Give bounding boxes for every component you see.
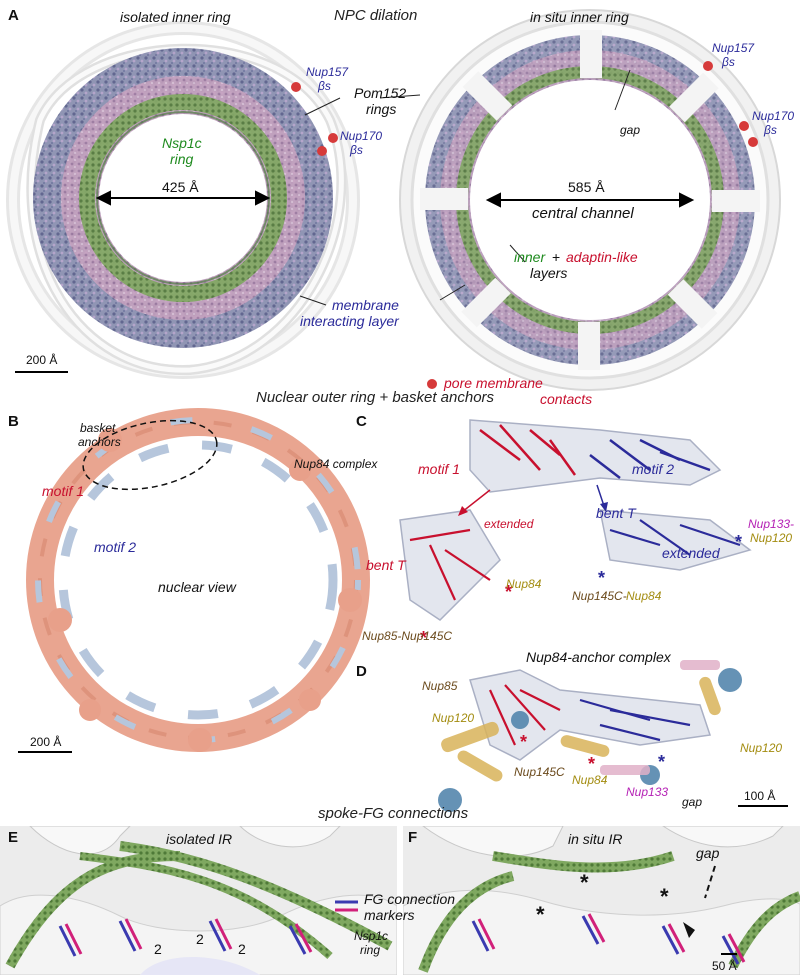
- panel-f-density: [403, 826, 800, 975]
- pom152-rings-label: rings: [366, 101, 397, 117]
- panel-letter-c: C: [356, 413, 367, 430]
- asterisks-d: * * *: [520, 732, 665, 774]
- nup120-right-label-d: Nup120: [740, 741, 783, 755]
- in-situ-ir-title: in situ IR: [568, 831, 623, 847]
- nup85-label-d: Nup85: [422, 679, 458, 693]
- plus-sign: +: [552, 249, 561, 265]
- svg-text:*: *: [420, 628, 427, 648]
- fg-markers-label: markers: [364, 907, 415, 923]
- section-title-nuclear-outer-ring: Nuclear outer ring + basket anchors: [256, 389, 495, 406]
- panel-letter-e: E: [8, 829, 19, 846]
- pom152-label: Pom152: [354, 85, 407, 101]
- asterisk-1: *: [536, 902, 545, 927]
- motif1-label-c: motif 1: [418, 461, 461, 477]
- nsp1c-label: Nsp1c: [162, 135, 202, 151]
- extended-left-label: extended: [484, 517, 534, 531]
- nup157-right-bs: βs: [722, 55, 735, 69]
- svg-text:*: *: [735, 532, 742, 552]
- layers-label: layers: [530, 265, 568, 281]
- scale-label-d: 100 Å: [744, 789, 776, 803]
- nuclear-outer-ring: [26, 408, 370, 752]
- central-channel-label: central channel: [532, 205, 634, 222]
- leader-lines-a: [299, 69, 631, 306]
- pore-contact-dots: [291, 61, 758, 389]
- diameter-right-label: 585 Å: [568, 179, 605, 195]
- asterisk-2: *: [580, 870, 589, 895]
- nup120-left-label-d: Nup120: [432, 711, 475, 725]
- nup145c-label-d: Nup145C: [514, 765, 565, 779]
- nup133-label-d: Nup133: [626, 785, 669, 799]
- contacts-label: contacts: [540, 391, 593, 407]
- svg-text:*: *: [505, 582, 512, 602]
- nup84-label-d: Nup84: [572, 773, 608, 787]
- gap-label-f: gap: [696, 845, 720, 861]
- extended-right-label: extended: [662, 545, 720, 561]
- membrane-interacting-layer-label: interacting layer: [300, 313, 399, 329]
- label-2-a: 2: [154, 941, 162, 957]
- nup133-label-c: Nup133-: [748, 517, 795, 531]
- nuclear-view-label: nuclear view: [158, 579, 236, 595]
- asterisk-3: *: [660, 884, 669, 909]
- nsp1c-label-e: Nsp1c: [354, 929, 389, 943]
- anchors-label: anchors: [78, 435, 121, 449]
- diameter-left-label: 425 Å: [162, 179, 199, 195]
- nup170-right-bs: βs: [764, 123, 777, 137]
- isolated-ir-title: isolated IR: [166, 831, 233, 847]
- nup84-label-c2: Nup84: [626, 589, 662, 603]
- nsp1c-ring-label-e: ring: [360, 943, 381, 957]
- nup170-left-label: Nup170: [340, 129, 383, 143]
- nup84-label-c: Nup84: [506, 577, 542, 591]
- basket-label: basket: [80, 421, 116, 435]
- nup120-label-c: Nup120: [750, 531, 793, 545]
- motif2-label-c: motif 2: [632, 461, 675, 477]
- nup170-left-bs: βs: [350, 143, 363, 157]
- motif1-label-b: motif 1: [42, 483, 85, 499]
- nsp1c-ring-label: ring: [170, 151, 194, 167]
- panel-letter-a: A: [8, 7, 19, 24]
- asterisks-c: * * * *: [420, 532, 742, 648]
- diameter-arrows: [95, 190, 695, 208]
- npc-dilation-title: NPC dilation: [334, 7, 418, 24]
- fg-connection-label: FG connection: [364, 891, 456, 907]
- pore-membrane-label: pore membrane: [444, 375, 543, 391]
- nup85-nup145c-label: Nup85-Nup145C: [362, 629, 453, 643]
- inner-layer-label: inner: [514, 249, 546, 265]
- panel-e-density: [0, 826, 397, 975]
- panel-letter-b: B: [8, 413, 19, 430]
- nup157-left-label: Nup157: [306, 65, 349, 79]
- section-title-spoke-fg: spoke-FG connections: [318, 805, 469, 822]
- svg-text:*: *: [588, 754, 595, 774]
- label-2-b: 2: [196, 931, 204, 947]
- panel-letter-f: F: [408, 829, 418, 846]
- nup170-right-label: Nup170: [752, 109, 795, 123]
- label-2-c: 2: [238, 941, 246, 957]
- panel-e-image: [0, 826, 397, 975]
- nup145c-label-c: Nup145C-: [572, 589, 627, 603]
- scale-label-f: 50 Å: [712, 959, 737, 973]
- gap-label-a: gap: [620, 123, 641, 137]
- panel-letter-d: D: [356, 663, 367, 680]
- gap-label-d: gap: [682, 795, 703, 809]
- isolated-inner-ring-title: isolated inner ring: [120, 9, 231, 25]
- in-situ-inner-ring-title: in situ inner ring: [530, 9, 629, 25]
- svg-text:*: *: [598, 568, 605, 588]
- nup84-complex-label: Nup84 complex: [294, 457, 378, 471]
- svg-text:*: *: [520, 732, 527, 752]
- nup84-anchor-complex-title: Nup84-anchor complex: [526, 649, 671, 665]
- scale-label-b: 200 Å: [30, 735, 62, 749]
- membrane-label: membrane: [332, 297, 399, 313]
- scale-label-a: 200 Å: [26, 353, 58, 367]
- panel-f-image: [403, 826, 800, 975]
- motif2-label-b: motif 2: [94, 539, 137, 555]
- nup84-anchor-complex: [438, 660, 742, 812]
- nup157-left-bs: βs: [318, 79, 331, 93]
- bent-t-right-label: bent T: [596, 505, 636, 521]
- svg-text:*: *: [658, 752, 665, 772]
- adaptin-like-label: adaptin-like: [566, 249, 638, 265]
- nup157-right-label: Nup157: [712, 41, 755, 55]
- motif-schematics: [399, 419, 752, 621]
- bent-t-left-label: bent T: [366, 557, 406, 573]
